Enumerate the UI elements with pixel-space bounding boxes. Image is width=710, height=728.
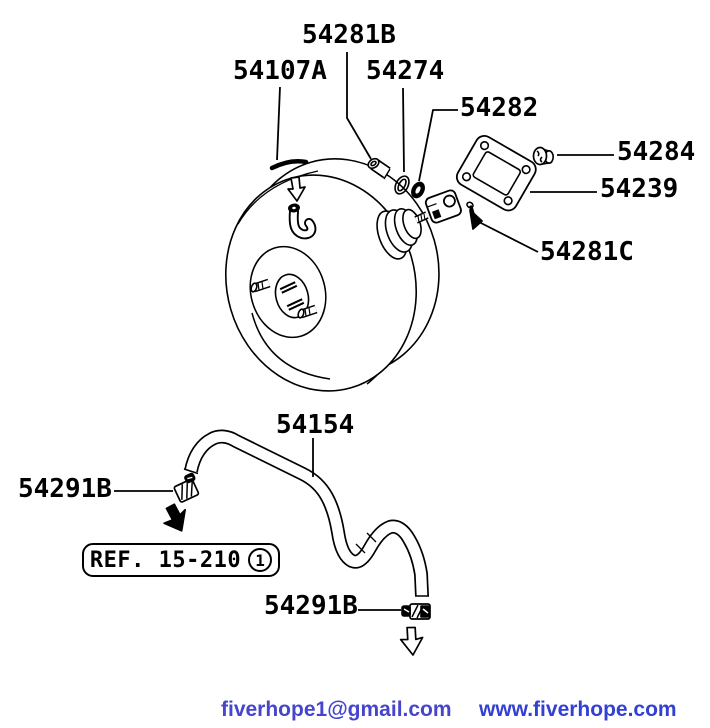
threaded-rod	[414, 211, 429, 224]
leader-line-54282	[418, 109, 458, 182]
leader-lines	[114, 52, 614, 611]
vacuum-hose-54154-drawing	[183, 429, 429, 597]
pushrod-assembly-drawing	[376, 189, 462, 260]
part-label-54281C: 54281C	[540, 237, 634, 267]
footer-email-link[interactable]: fiverhope1@gmail.com	[221, 698, 452, 721]
part-label-54284: 54284	[617, 137, 696, 167]
part-label-54107A: 54107A	[233, 56, 327, 86]
mounting-stud-lower	[297, 304, 318, 319]
part-label-54239: 54239	[600, 174, 679, 204]
mounting-stud-upper	[250, 278, 271, 293]
hose-clamp-upper-drawing	[173, 472, 200, 503]
down-arrow-solid-icon	[163, 503, 186, 532]
part-label-54281B: 54281B	[302, 20, 396, 50]
grommet-54282-drawing	[411, 181, 425, 199]
ref-circled-number: 1	[248, 548, 273, 572]
o-ring-54274-drawing	[394, 175, 410, 195]
gasket-54239-drawing	[455, 135, 537, 212]
ref-box-label: REF. 15-210	[89, 547, 242, 573]
hub-slot-marks	[279, 281, 305, 311]
part-label-54291B-upper: 54291B	[18, 474, 112, 504]
check-valve-elbow	[288, 203, 317, 240]
brake-booster-drawing	[224, 158, 440, 392]
booster-rim-highlight	[269, 159, 309, 171]
bolt-54284-drawing	[532, 146, 554, 166]
vacuum-fitting-54281B-drawing	[367, 157, 391, 180]
ref-box: REF. 15-210 1	[82, 543, 280, 577]
part-label-54291B-lower: 54291B	[264, 591, 358, 621]
leader-line-54107A	[276, 86, 281, 161]
leader-line-54281C	[469, 209, 539, 253]
down-arrow-outline-bottom-icon	[399, 626, 424, 656]
leader-line-54274	[402, 87, 405, 173]
footer-website-link[interactable]: www.fiverhope.com	[479, 698, 677, 721]
part-label-54282: 54282	[460, 93, 539, 123]
hose-clamp-lower-drawing	[401, 603, 431, 620]
booster-rim-arc	[237, 170, 319, 225]
clevis-yoke	[424, 189, 462, 224]
leader-line-54281B	[346, 52, 372, 160]
part-label-54154: 54154	[276, 410, 355, 440]
booster-face-arc	[251, 312, 331, 380]
part-label-54274: 54274	[366, 56, 445, 86]
down-arrow-outline-top-icon	[287, 176, 306, 202]
